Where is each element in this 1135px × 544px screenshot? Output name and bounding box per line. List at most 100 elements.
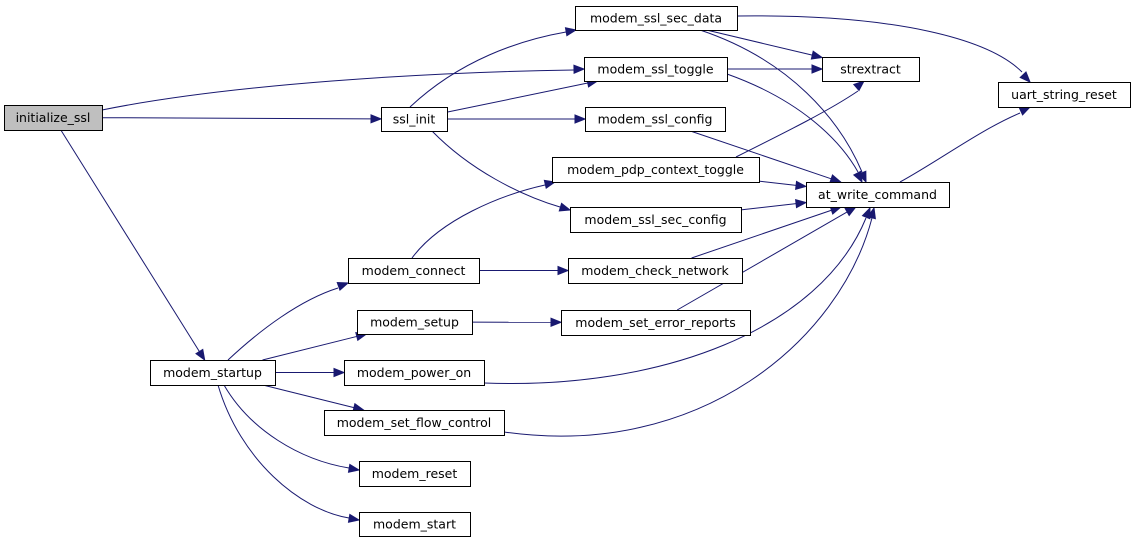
arrow-head-icon: [829, 174, 842, 184]
edges-layer: [60, 15, 1032, 523]
arrow-head-icon: [795, 180, 808, 190]
node-label: ssl_init: [393, 112, 436, 127]
node-strextract[interactable]: strextract: [822, 57, 920, 82]
edge-modem_ssl_toggle-to-at_write_command: [726, 73, 863, 184]
edge-at_write_command-to-uart_string_reset: [899, 106, 1032, 183]
node-modem-power-on[interactable]: modem_power_on: [344, 360, 485, 386]
node-label: modem_set_flow_control: [337, 415, 492, 430]
node-uart-string-reset[interactable]: uart_string_reset: [998, 82, 1131, 108]
node-label: at_write_command: [818, 187, 937, 202]
edge-modem_startup-to-modem_setup: [262, 331, 368, 361]
edge-line: [503, 217, 873, 437]
node-label: uart_string_reset: [1011, 87, 1117, 102]
node-box: [357, 310, 473, 335]
edge-ssl_init-to-modem_ssl_toggle: [446, 78, 599, 113]
edge-line: [676, 211, 848, 311]
edge-modem_power_on-to-at_write_command: [483, 206, 871, 385]
node-label: modem_startup: [163, 365, 262, 380]
edge-line: [431, 130, 561, 208]
edge-line: [60, 129, 200, 352]
edge-line: [690, 130, 832, 180]
node-label: strextract: [840, 62, 901, 77]
node-label: modem_ssl_sec_data: [590, 11, 722, 26]
edge-initialize_ssl-to-modem_startup: [60, 129, 206, 362]
edge-modem_connect-to-modem_check_network: [479, 265, 570, 276]
edge-modem_startup-to-modem_connect: [227, 282, 350, 361]
edge-modem_connect-to-modem_pdp_context_toggle: [411, 179, 557, 259]
node-label: modem_setup: [370, 315, 459, 330]
edge-modem_setup-to-modem_set_error_reports: [471, 317, 563, 328]
node-box: [998, 82, 1131, 108]
node-initialize-ssl[interactable]: initialize_ssl: [4, 105, 103, 131]
edge-line: [483, 217, 867, 385]
node-modem-set-flow-control[interactable]: modem_set_flow_control: [324, 410, 505, 436]
node-modem-pdp-context-toggle[interactable]: modem_pdp_context_toggle: [552, 157, 760, 183]
node-box: [4, 105, 103, 131]
node-box: [561, 310, 751, 336]
node-modem-ssl-toggle[interactable]: modem_ssl_toggle: [584, 57, 728, 82]
edge-line: [706, 29, 813, 56]
node-box: [381, 107, 448, 132]
arrow-head-icon: [1018, 106, 1032, 116]
node-label: modem_ssl_sec_config: [584, 212, 726, 227]
node-box: [568, 258, 743, 284]
arrow-head-icon: [550, 317, 563, 328]
node-box: [575, 6, 738, 31]
arrow-head-icon: [574, 114, 587, 124]
node-box: [584, 57, 728, 82]
edge-line: [223, 384, 350, 469]
arrow-head-icon: [795, 199, 808, 209]
arrow-head-icon: [852, 80, 866, 92]
node-modem-ssl-sec-data[interactable]: modem_ssl_sec_data: [575, 6, 738, 31]
node-modem-set-error-reports[interactable]: modem_set_error_reports: [561, 310, 751, 336]
edge-initialize_ssl-to-modem_ssl_toggle: [101, 64, 586, 111]
edge-modem_set_flow_control-to-at_write_command: [503, 206, 876, 437]
arrow-head-icon: [558, 202, 572, 212]
node-modem-ssl-config[interactable]: modem_ssl_config: [585, 107, 726, 132]
arrow-head-icon: [347, 513, 361, 523]
edge-line: [735, 90, 859, 158]
node-modem-startup[interactable]: modem_startup: [150, 360, 276, 386]
arrow-head-icon: [564, 27, 578, 37]
edge-line: [217, 384, 350, 519]
node-box: [552, 157, 760, 183]
node-modem-start[interactable]: modem_start: [359, 512, 471, 537]
arrow-head-icon: [347, 463, 361, 473]
edge-ssl_init-to-modem_ssl_config: [447, 114, 587, 124]
arrow-head-icon: [810, 50, 824, 60]
arrow-head-icon: [336, 282, 350, 291]
arrow-head-icon: [370, 114, 383, 124]
edge-line: [699, 29, 863, 173]
node-label: modem_set_error_reports: [575, 315, 735, 330]
node-label: modem_pdp_context_toggle: [567, 162, 744, 177]
edge-modem_ssl_sec_data-to-uart_string_reset: [736, 15, 1031, 83]
node-box: [348, 258, 480, 284]
edge-line: [691, 209, 832, 259]
edge-line: [262, 335, 357, 361]
node-box: [324, 410, 505, 436]
edge-modem_ssl_sec_data-to-at_write_command: [699, 29, 867, 184]
node-modem-ssl-sec-config[interactable]: modem_ssl_sec_config: [570, 207, 742, 233]
node-label: modem_power_on: [357, 365, 471, 380]
arrow-head-icon: [573, 64, 586, 74]
edge-ssl_init-to-modem_ssl_sec_data: [409, 27, 578, 108]
arrow-head-icon: [866, 206, 876, 220]
node-ssl-init[interactable]: ssl_init: [381, 107, 448, 132]
arrow-head-icon: [557, 265, 570, 276]
edge-line: [411, 184, 546, 259]
node-box: [570, 207, 742, 233]
node-modem-connect[interactable]: modem_connect: [348, 258, 480, 284]
node-at-write-command[interactable]: at_write_command: [806, 182, 950, 208]
edge-line: [899, 112, 1021, 183]
edge-modem_ssl_toggle-to-strextract: [727, 64, 824, 74]
node-modem-setup[interactable]: modem_setup: [357, 310, 473, 335]
node-modem-check-network[interactable]: modem_check_network: [568, 258, 743, 284]
node-modem-reset[interactable]: modem_reset: [359, 461, 471, 487]
node-box: [359, 461, 471, 487]
edge-line: [101, 117, 372, 120]
edge-modem_ssl_sec_config-to-at_write_command: [740, 199, 808, 211]
edge-line: [758, 180, 797, 186]
arrow-head-icon: [844, 206, 857, 217]
